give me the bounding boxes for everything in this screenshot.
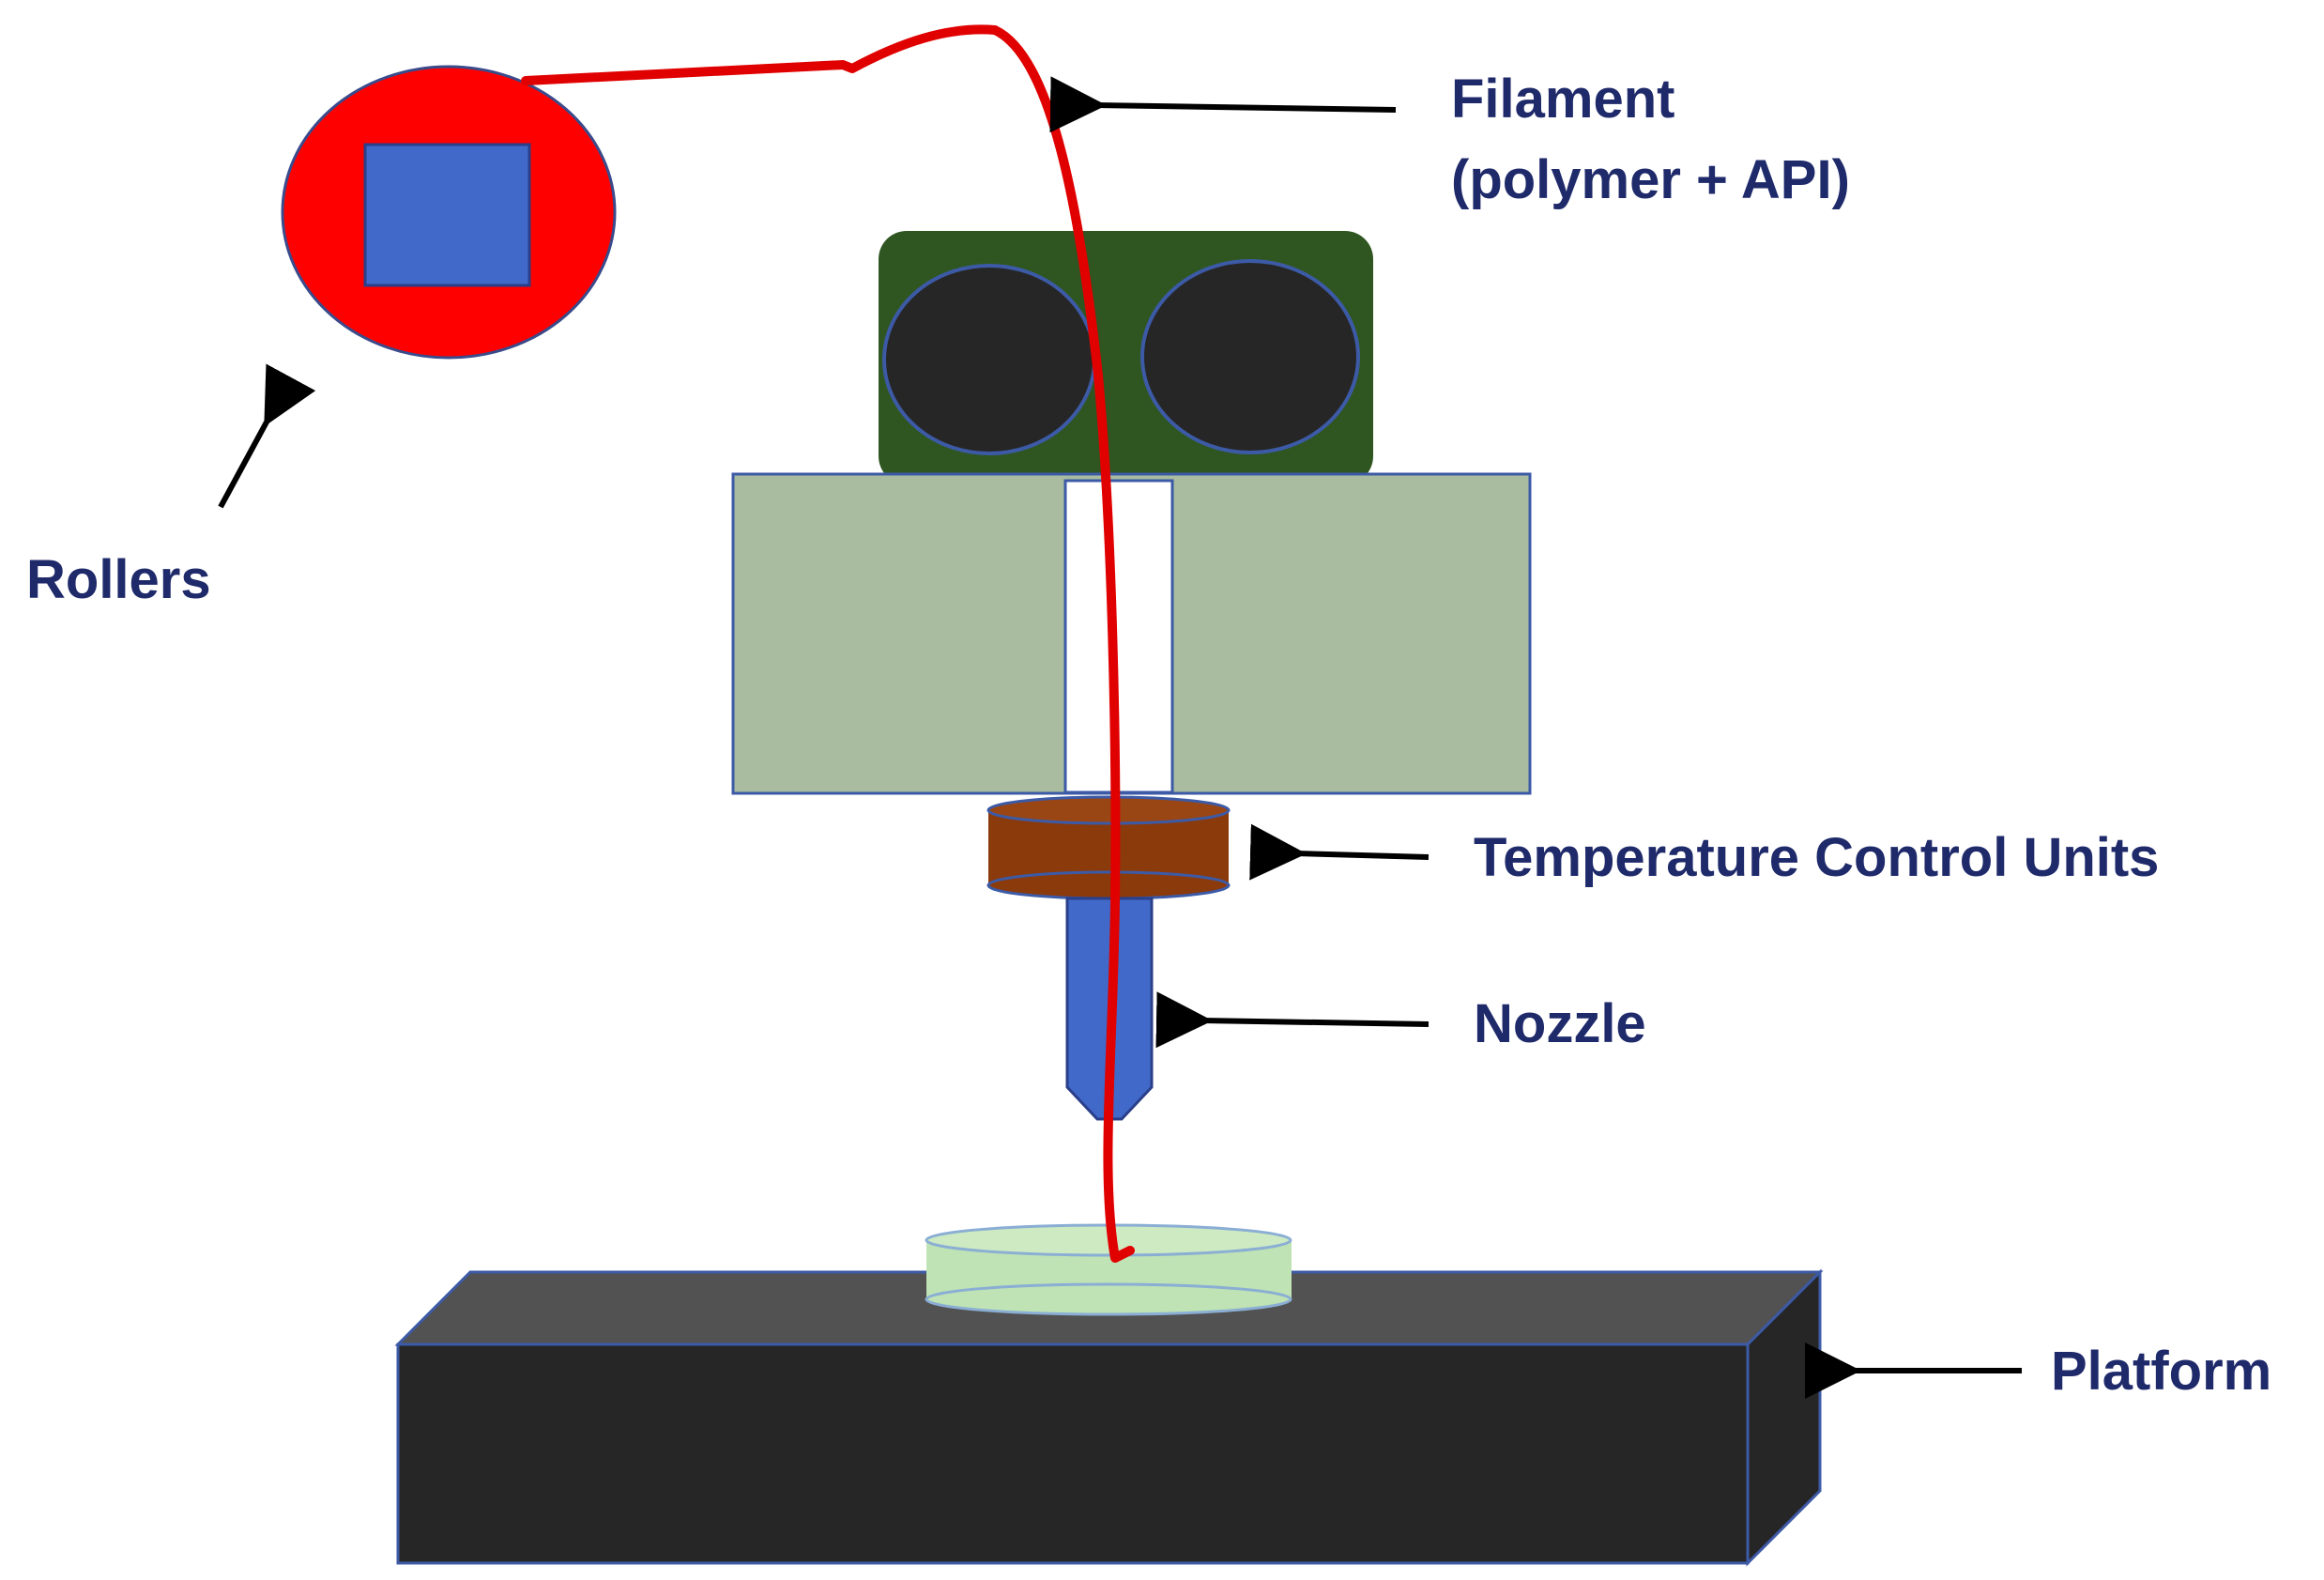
rollers-label: Rollers [26,549,211,610]
nozzle-arrow [1155,991,1430,1049]
printed-object-bottom [925,1282,1292,1316]
heater-block [731,472,1532,795]
filament-label: Filament [1451,69,1675,130]
nozzle-label: Nozzle [1474,993,1646,1054]
roller-left [882,264,1096,455]
temperature-control-unit [986,795,1231,900]
filament-arrow [1049,76,1397,133]
filament-spool [281,65,617,360]
platform-front [396,1342,1750,1565]
platform [394,1268,1824,1567]
roller-right [1140,259,1360,454]
filament-sublabel: (polymer + API) [1451,149,1850,210]
filament-strand [521,24,1135,1263]
roller-housing [879,231,1373,484]
spool-core [363,143,531,287]
rollers-arrow [218,363,316,509]
platform-label: Platform [2051,1341,2271,1402]
temperature-unit-bottom [986,870,1231,900]
temperature-unit-top [986,795,1231,825]
temperature-unit-arrow [1249,823,1430,881]
temperature-control-units-label: Temperature Control Units [1474,827,2159,888]
